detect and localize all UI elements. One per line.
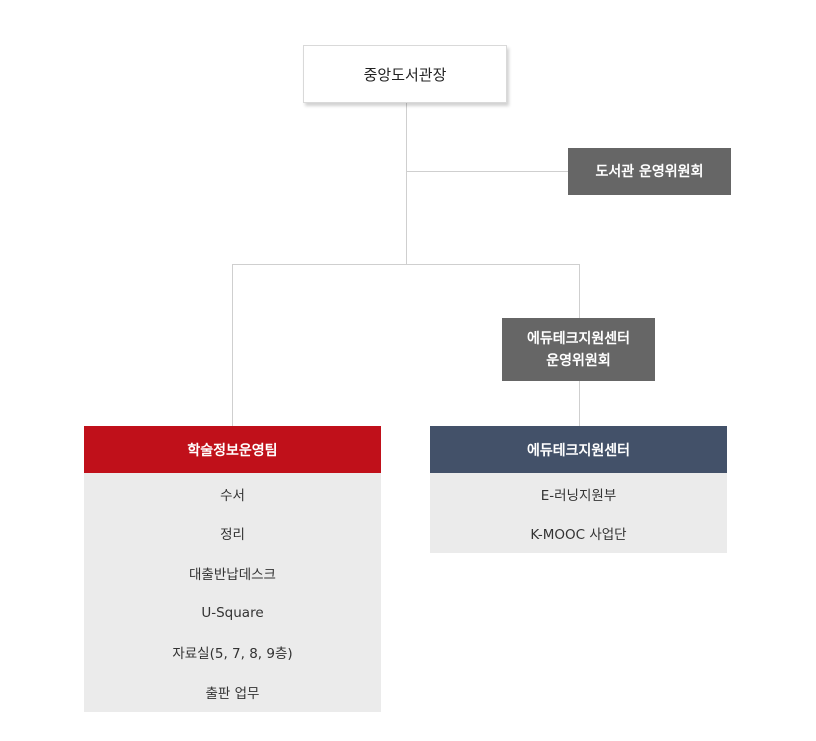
edutech-committee-label-line2: 운영위원회: [546, 352, 611, 369]
director-box: 중앙도서관장: [303, 45, 507, 103]
edutech-center-team: 에듀테크지원센터 E-러닝지원부 K-MOOC 사업단: [430, 426, 727, 554]
team-item-cataloging: 정리: [220, 527, 245, 544]
edutech-center-title: 에듀테크지원센터: [526, 442, 631, 459]
library-committee-label: 도서관 운영위원회: [595, 163, 704, 180]
director-label: 중앙도서관장: [363, 65, 447, 84]
team-item-e-learning: E-러닝지원부: [540, 487, 617, 504]
academic-info-team: 학술정보운영팀 수서 정리 대출반납데스크 U-Square 자료실(5, 7,…: [84, 426, 381, 712]
team-item-publishing: 출판 업무: [205, 685, 260, 702]
edutech-committee-box: 에듀테크지원센터 운영위원회: [502, 318, 655, 381]
team-item-k-mooc: K-MOOC 사업단: [530, 527, 627, 544]
edutech-center-header: 에듀테크지원센터: [430, 426, 727, 473]
library-committee-box: 도서관 운영위원회: [568, 148, 731, 195]
team-item-circulation-desk: 대출반납데스크: [189, 566, 276, 583]
team-item-u-square: U-Square: [201, 604, 264, 621]
edutech-committee-label-line1: 에듀테크지원센터: [526, 330, 631, 347]
team-item-acquisition: 수서: [220, 487, 245, 504]
academic-info-team-header: 학술정보운영팀: [84, 426, 381, 473]
team-item-reading-rooms: 자료실(5, 7, 8, 9층): [172, 646, 293, 663]
connector-to-library-committee: [406, 171, 568, 172]
connector-left-down: [232, 264, 233, 426]
academic-info-team-title: 학술정보운영팀: [187, 442, 278, 459]
academic-info-team-list: 수서 정리 대출반납데스크 U-Square 자료실(5, 7, 8, 9층) …: [84, 473, 381, 712]
connector-horizontal-branch: [232, 264, 580, 265]
connector-director-down: [406, 103, 407, 264]
edutech-center-list: E-러닝지원부 K-MOOC 사업단: [430, 473, 727, 554]
